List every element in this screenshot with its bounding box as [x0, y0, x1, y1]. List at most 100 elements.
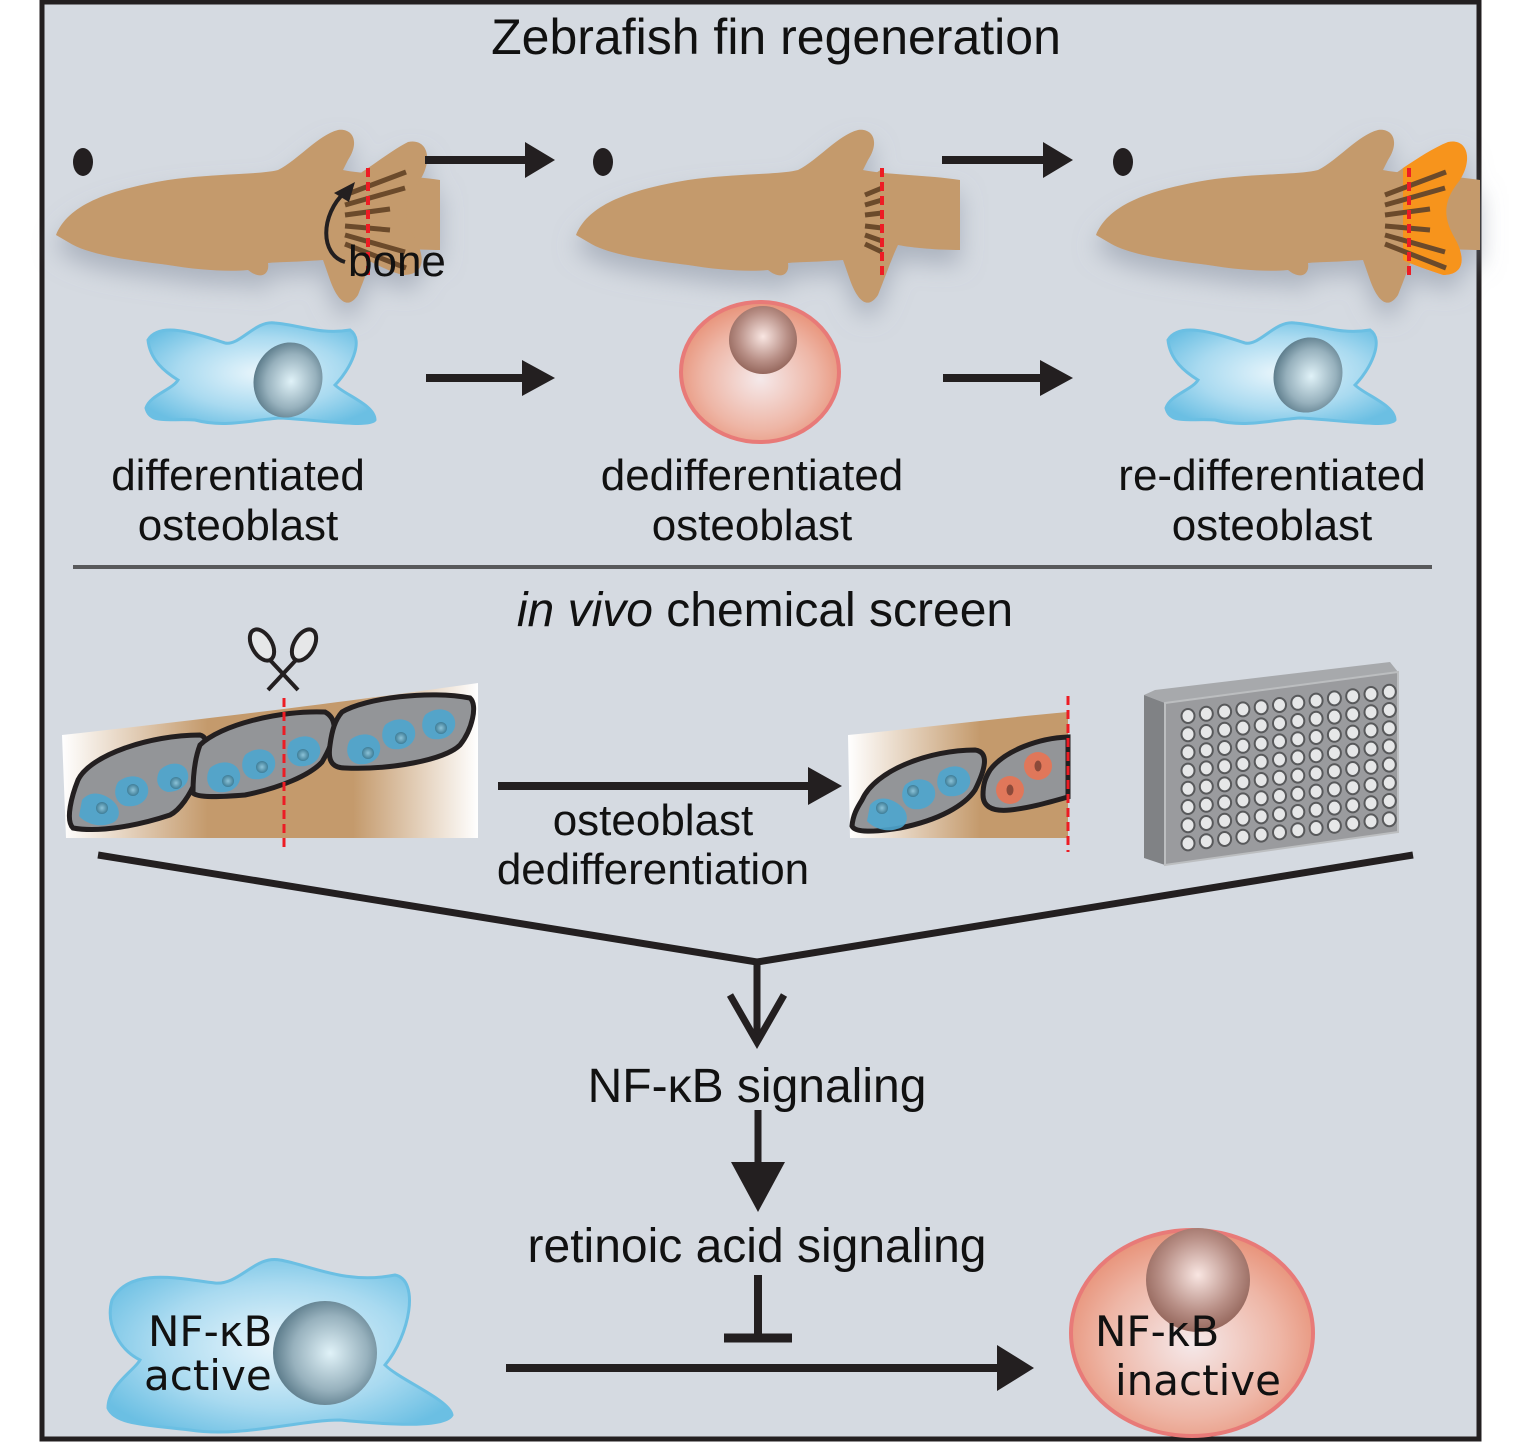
plate-well [1253, 808, 1269, 825]
plate-well [1326, 708, 1342, 725]
plate-well [1363, 704, 1379, 721]
plate-well [1345, 761, 1361, 777]
plate-well [1217, 776, 1233, 793]
fish-amputated [576, 129, 960, 303]
arrow-right-icon [942, 142, 1073, 178]
eye-icon [1113, 148, 1133, 176]
plate-well [1235, 701, 1251, 718]
plate-well [1381, 702, 1397, 718]
plate-well [1180, 708, 1196, 724]
fish-intact [56, 129, 440, 303]
plate-well [1363, 777, 1379, 793]
plate-well [1272, 751, 1287, 768]
plate-well [1235, 774, 1251, 791]
plate-well [1308, 729, 1324, 745]
plate-well [1381, 774, 1397, 791]
fin-rays [863, 185, 884, 255]
plate-well [1198, 796, 1214, 813]
plate-well [1290, 694, 1306, 711]
activation-arrow-icon [731, 1110, 785, 1212]
plate-well [1381, 811, 1397, 828]
cell-redifferentiated-osteoblast [1164, 321, 1397, 425]
plate-well [1326, 763, 1342, 780]
nucleus [729, 306, 797, 374]
cell-label-line2: osteoblast [138, 501, 339, 550]
arrow-right-icon [943, 360, 1073, 396]
plate-well [1198, 724, 1214, 740]
regenerated-fin [1403, 141, 1468, 275]
plate-well [1308, 710, 1324, 727]
plate-well [1345, 724, 1361, 741]
plate-well [1272, 733, 1287, 750]
plate-well [1198, 742, 1214, 759]
plate-well [1345, 742, 1361, 759]
converging-lines [97, 851, 1414, 1050]
plate-well [1290, 713, 1306, 729]
plate-well [1290, 767, 1306, 784]
plate-well [1290, 731, 1306, 748]
pathway-nfkb-signaling: NF-κB signaling [588, 1060, 927, 1113]
fish-regenerated [1096, 129, 1480, 303]
plate-wells [1180, 683, 1397, 852]
cell-nfkb-inactive [1069, 1228, 1315, 1438]
nucleus [1146, 1228, 1250, 1332]
plate-well [1272, 769, 1287, 786]
plate-well [1180, 726, 1196, 743]
plate-well [1290, 785, 1306, 802]
plate-well [1363, 758, 1379, 775]
plate-well [1217, 758, 1233, 775]
pathway-retinoic-acid-signaling: retinoic acid signaling [528, 1220, 987, 1273]
plate-well [1235, 792, 1251, 809]
active-cell-label-line1: NF-κB [148, 1307, 272, 1356]
plate-well [1253, 717, 1269, 734]
multiwell-plate-icon [1144, 662, 1399, 867]
arrow-right-icon [426, 360, 555, 396]
plate-well [1272, 715, 1287, 732]
nucleus [273, 1301, 377, 1405]
cell-label-line1: re-differentiated [1118, 451, 1425, 500]
arrow-right-icon [425, 142, 555, 178]
plate-well [1253, 699, 1269, 716]
eye-icon [73, 148, 93, 176]
plate-well [1326, 781, 1342, 798]
plate-well [1253, 735, 1269, 752]
plate-well [1217, 740, 1233, 756]
plate-well [1217, 703, 1233, 720]
nucleus [253, 342, 323, 418]
inactive-cell-label-line2: inactive [1115, 1356, 1281, 1405]
plate-well [1363, 740, 1379, 757]
plate-well [1198, 778, 1214, 795]
plate-well [1217, 812, 1233, 829]
plate-well [1180, 835, 1196, 852]
plate-well [1345, 706, 1361, 723]
section-title-chemical-screen: in vivo chemical screen [517, 584, 1013, 637]
plate-well [1326, 799, 1342, 816]
plate-well [1235, 737, 1251, 754]
plate-well [1308, 820, 1324, 836]
plate-well [1235, 810, 1251, 827]
plate-well [1235, 756, 1251, 772]
plate-well [1217, 831, 1233, 847]
plate-well [1345, 688, 1361, 705]
plate-well [1217, 794, 1233, 811]
bone-pointer-arrow [324, 190, 347, 264]
plate-well [1326, 745, 1342, 761]
bone-pointer-arrowhead [334, 182, 355, 202]
plate-well [1308, 692, 1324, 709]
plate-well [1198, 760, 1214, 777]
plate-well [1272, 697, 1287, 713]
plate-well [1180, 780, 1196, 797]
fin-tissue-before-amputation [62, 683, 478, 852]
plate-well [1253, 826, 1269, 843]
plate-well [1235, 828, 1251, 845]
plate-well [1363, 813, 1379, 830]
eye-icon [593, 148, 613, 176]
plate-well [1381, 683, 1397, 700]
plate-well [1345, 797, 1361, 814]
plate-well [1198, 705, 1214, 722]
cell-dedifferentiated-osteoblast [679, 300, 841, 444]
bone-label: bone [348, 237, 446, 286]
cell-differentiated-osteoblast [144, 321, 377, 425]
plate-well [1381, 720, 1397, 737]
